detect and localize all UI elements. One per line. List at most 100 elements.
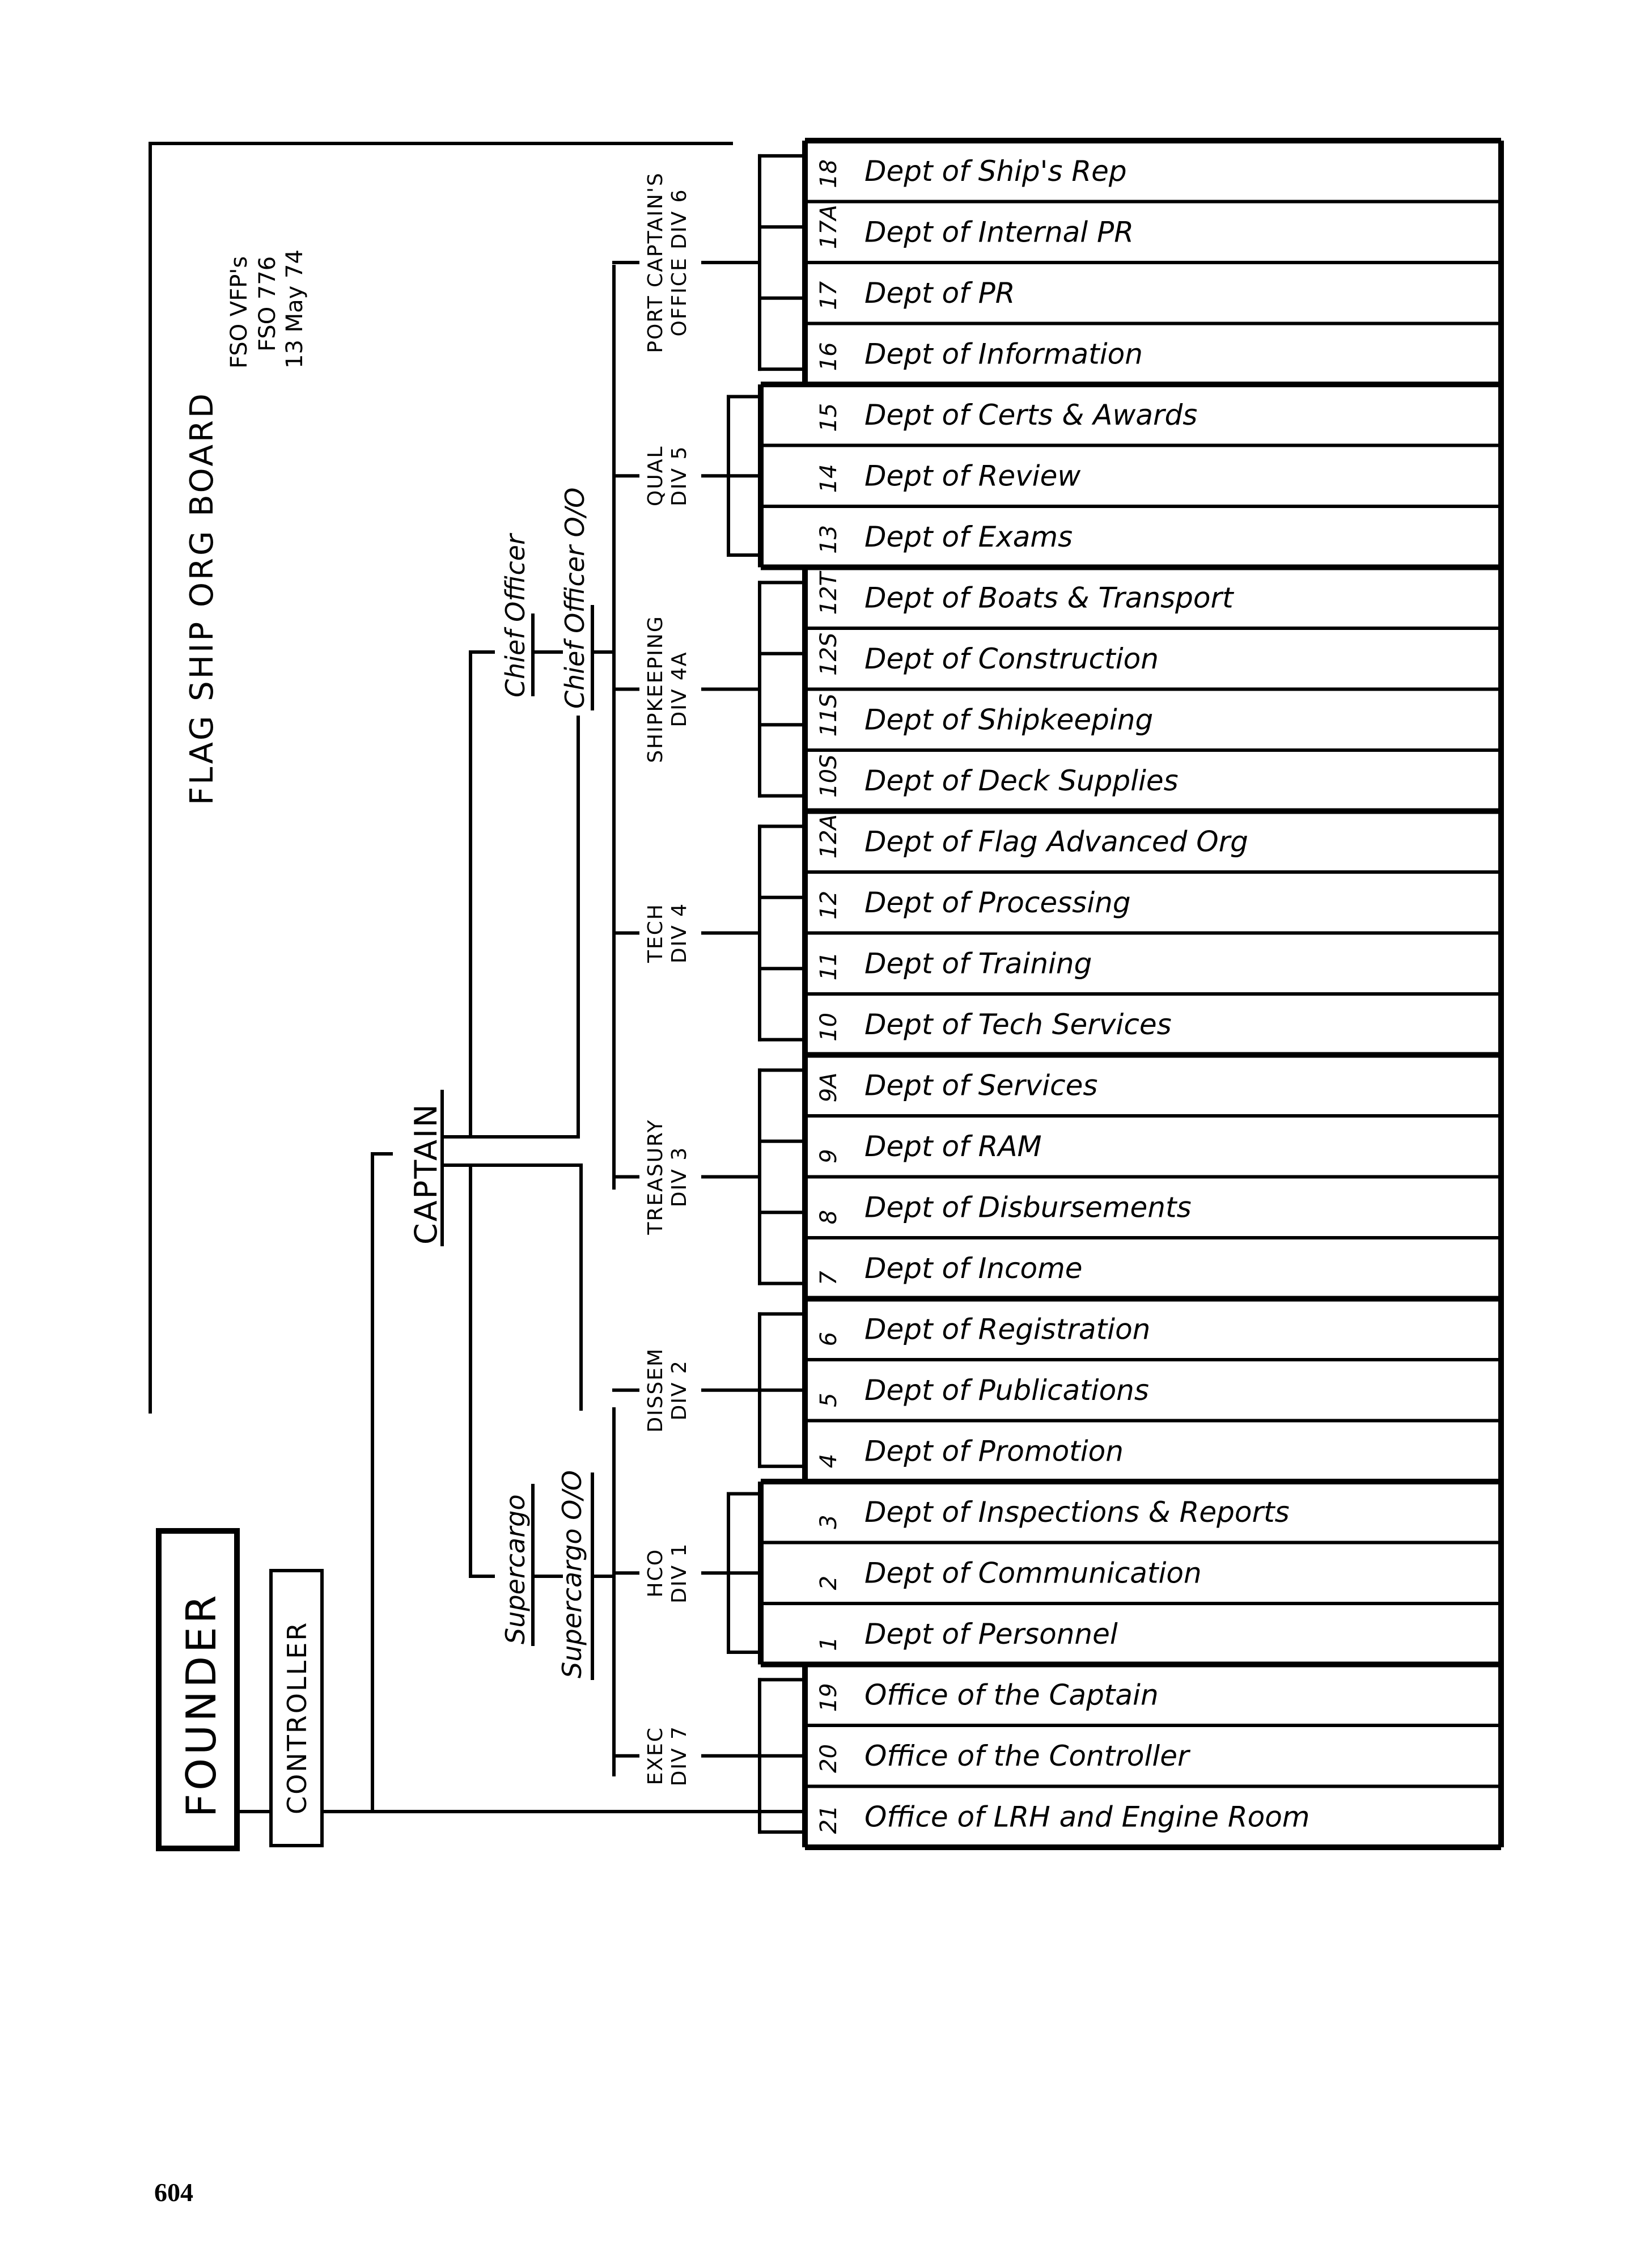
division-label-line1: EXEC (644, 1727, 667, 1785)
controller-label: CONTROLLER (282, 1621, 312, 1814)
department-name: Dept of Inspections & Reports (864, 1496, 1290, 1529)
captain-post: CAPTAIN (408, 1090, 444, 1246)
department-row: 17 Dept of PR (803, 261, 1503, 310)
department-number: 7 (816, 1271, 842, 1285)
department-name: Dept of Disbursements (864, 1191, 1192, 1224)
department-name: Dept of Ship's Rep (864, 155, 1127, 188)
division-label-line2: DIV 5 (668, 446, 691, 506)
department-name: Dept of Internal PR (864, 215, 1134, 248)
department-name: Dept of Services (864, 1069, 1097, 1102)
department-name: Dept of Personnel (864, 1618, 1118, 1651)
department-name: Office of LRH and Engine Room (864, 1800, 1310, 1833)
department-number: 12A (816, 814, 842, 858)
department-name: Dept of Information (864, 337, 1143, 370)
department-name: Office of the Controller (864, 1740, 1191, 1772)
department-number: 15 (816, 403, 842, 432)
title-subtitle-1: FSO VFP's (226, 256, 252, 369)
chief-officer-oo-post: Chief Officer O/O (560, 488, 594, 710)
division-label-line1: QUAL (644, 446, 667, 506)
division-label-line1: SHIPKEEPING (644, 615, 667, 763)
department-name: Dept of Boats & Transport (864, 581, 1235, 614)
department-name: Dept of Flag Advanced Org (864, 825, 1248, 858)
department-number: 14 (816, 464, 842, 493)
department-name: Dept of Training (864, 947, 1092, 980)
department-name: Dept of Publications (864, 1374, 1149, 1407)
division-label-line2: DIV 7 (668, 1725, 691, 1786)
division-label-line2: DIV 4A (668, 651, 691, 727)
department-number: 17 (816, 281, 842, 310)
department-row: 21 Office of LRH and Engine Room (803, 1784, 1503, 1834)
division-label-line2: DIV 2 (668, 1360, 691, 1420)
department-number: 16 (816, 342, 842, 371)
founder-label: FOUNDER (177, 1592, 225, 1817)
division-label-line1: TECH (644, 903, 667, 963)
department-number: 21 (816, 1805, 842, 1834)
department-row: 12A Dept of Flag Advanced Org (816, 814, 1248, 858)
chief-officer-post: Chief Officer (500, 532, 535, 697)
department-number: 4 (816, 1454, 842, 1468)
department-number: 12T (816, 570, 842, 615)
department-name: Dept of Exams (864, 521, 1073, 553)
division-label-line1: PORT CAPTAIN'S (644, 172, 667, 353)
department-name: Dept of Review (864, 459, 1080, 492)
department-name: Dept of Income (864, 1252, 1083, 1285)
department-number: 6 (816, 1332, 842, 1346)
department-number: 19 (816, 1683, 842, 1712)
department-row: 9 Dept of RAM (803, 1114, 1503, 1163)
department-name: Dept of Construction (864, 642, 1159, 675)
title-block: FLAG SHIP ORG BOARD FSO VFP's FSO 776 13… (184, 249, 308, 805)
department-row: 14 Dept of Review (759, 443, 1503, 493)
department-row: 10S Dept of Deck Supplies (803, 748, 1503, 798)
department-number: 3 (816, 1514, 842, 1529)
department-name: Office of the Captain (864, 1678, 1159, 1711)
department-number: 8 (816, 1210, 842, 1224)
department-name: Dept of Tech Services (864, 1008, 1172, 1041)
department-row: 13 Dept of Exams (759, 505, 1503, 554)
chief-officer-label: Chief Officer (500, 532, 531, 697)
division-label-line2: OFFICE DIV 6 (668, 188, 691, 336)
department-row: 16 Dept of Information (803, 321, 1503, 371)
department-number: 9 (816, 1149, 842, 1163)
title-subtitle-2: FSO 776 (255, 256, 281, 352)
department-name: Dept of Deck Supplies (864, 764, 1179, 797)
department-number: 12S (816, 633, 842, 676)
department-number: 10S (816, 755, 842, 798)
department-number: 17A (816, 205, 842, 249)
department-name: Dept of PR (864, 277, 1015, 310)
department-number: 11S (816, 693, 842, 737)
division-label-line2: DIV 1 (668, 1543, 691, 1603)
supercargo-oo-label: Supercargo O/O (557, 1470, 587, 1678)
department-number: 11 (816, 951, 842, 980)
board-title: FLAG SHIP ORG BOARD (184, 391, 221, 805)
division-label-line2: DIV 4 (668, 903, 691, 963)
division-label-line1: DISSEM (644, 1348, 667, 1433)
chief-officer-oo-label: Chief Officer O/O (560, 488, 590, 709)
department-row: 17A Dept of Internal PR (803, 200, 1503, 249)
department-row: 11 Dept of Training (803, 931, 1503, 980)
department-row: 12T Dept of Boats & Transport (816, 570, 1235, 615)
supercargo-label: Supercargo (500, 1495, 531, 1645)
department-name: Dept of Communication (864, 1556, 1202, 1589)
department-number: 13 (816, 525, 842, 554)
department-name: Dept of RAM (864, 1130, 1042, 1163)
division-label-line1: HCO (644, 1548, 667, 1598)
